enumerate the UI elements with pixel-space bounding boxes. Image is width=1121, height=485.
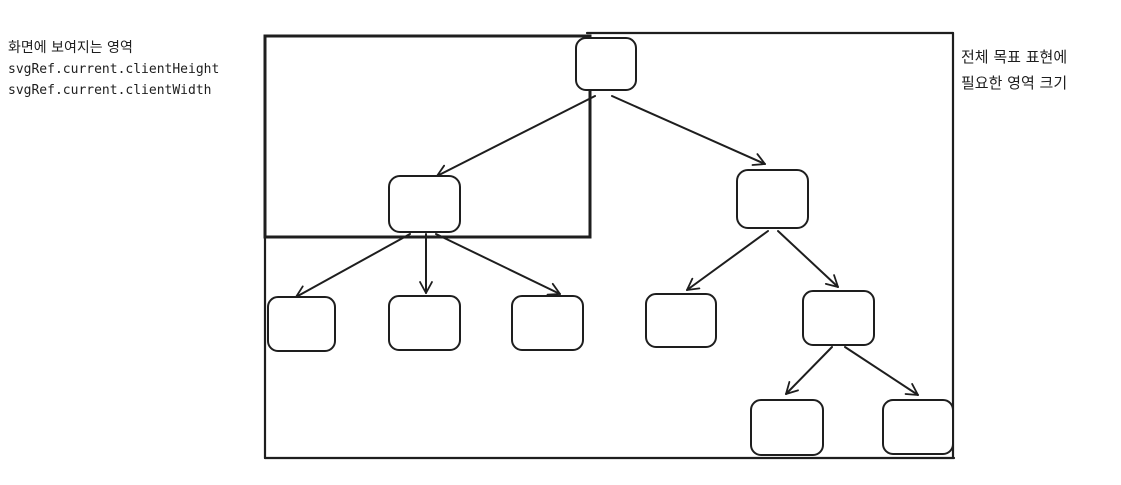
visible-area-frame: [263, 34, 592, 239]
visible-area-label: 화면에 보여지는 영역 svgRef.current.clientHeight …: [8, 38, 219, 101]
tree-node-root: [575, 37, 637, 91]
edge-root-left: [436, 95, 596, 178]
tree-node-left-a: [267, 296, 336, 352]
client-width-expression: svgRef.current.clientWidth: [8, 83, 212, 98]
edge-right-right-a: [686, 230, 769, 291]
edge-right-right-b: [777, 230, 839, 288]
total-area-label-line2: 필요한 영역 크기: [961, 74, 1068, 92]
edge-left-left-c: [435, 233, 561, 296]
tree-node-left-c: [511, 295, 584, 351]
edge-root-right: [611, 95, 766, 166]
tree-node-right: [736, 169, 809, 229]
total-area-label-line1: 전체 목표 표현에: [961, 48, 1068, 66]
tree-edges: [295, 95, 919, 396]
tree-node-right-b-b: [882, 399, 954, 455]
edge-left-left-a: [295, 233, 411, 298]
tree-node-right-b-a: [750, 399, 824, 456]
total-area-label: 전체 목표 표현에 필요한 영역 크기: [961, 44, 1067, 96]
tree-nodes: [267, 37, 954, 456]
tree-node-left-b: [388, 295, 461, 351]
client-height-expression: svgRef.current.clientHeight: [8, 62, 220, 77]
edge-rightb-rightba: [785, 346, 833, 395]
tree-node-right-a: [645, 293, 717, 348]
total-area-frame: [263, 31, 956, 460]
tree-node-right-b: [802, 290, 875, 346]
visible-area-title: 화면에 보여지는 영역: [8, 40, 133, 56]
edge-rightb-rightbb: [844, 346, 919, 396]
tree-node-left: [388, 175, 461, 233]
